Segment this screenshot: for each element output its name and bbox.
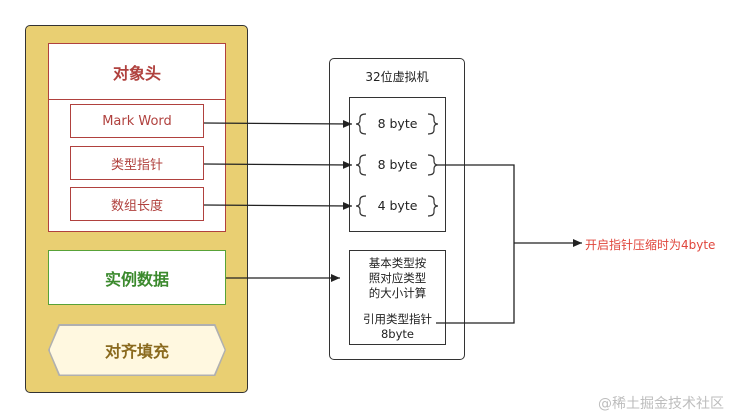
padding-hexagon: 对齐填充 xyxy=(49,325,225,375)
primitive-size-note-line: 照对应类型 xyxy=(368,271,427,285)
reference-size-note-line: 引用类型指针 xyxy=(363,312,432,326)
mark-word-size: 8 byte xyxy=(377,116,418,131)
vm-instance-size-box xyxy=(349,250,446,345)
brace-icon xyxy=(355,113,439,217)
mark-word-field: Mark Word xyxy=(70,104,204,138)
primitive-size-note-line: 的大小计算 xyxy=(368,286,427,300)
array-length-size: 4 byte xyxy=(377,198,418,213)
pointer-compression-note: 开启指针压缩时为4byte xyxy=(585,238,716,252)
reference-compress-line xyxy=(436,243,515,324)
primitive-size-note-line: 基本类型按 xyxy=(368,256,427,270)
array-length-arrow xyxy=(203,201,353,210)
vm-title: 32位虚拟机 xyxy=(365,70,429,84)
array-length-field: 数组长度 xyxy=(70,187,204,221)
type-pointer-arrow xyxy=(203,160,353,169)
reference-size-note-line: 8byte xyxy=(380,327,414,341)
type-pointer-compress-line xyxy=(438,164,515,243)
object-header-title: 对象头 xyxy=(49,44,225,100)
vm-header-sizes-box xyxy=(349,97,446,232)
mark-word-arrow xyxy=(203,119,353,128)
reference-size-note: 引用类型指针 8byte xyxy=(352,312,443,342)
type-pointer-size: 8 byte xyxy=(377,157,418,172)
primitive-size-note: 基本类型按 照对应类型 的大小计算 xyxy=(352,256,443,301)
instance-data-box: 实例数据 xyxy=(48,250,226,305)
type-pointer-field: 类型指针 xyxy=(70,146,204,180)
watermark: @稀土掘金技术社区 xyxy=(598,396,724,412)
